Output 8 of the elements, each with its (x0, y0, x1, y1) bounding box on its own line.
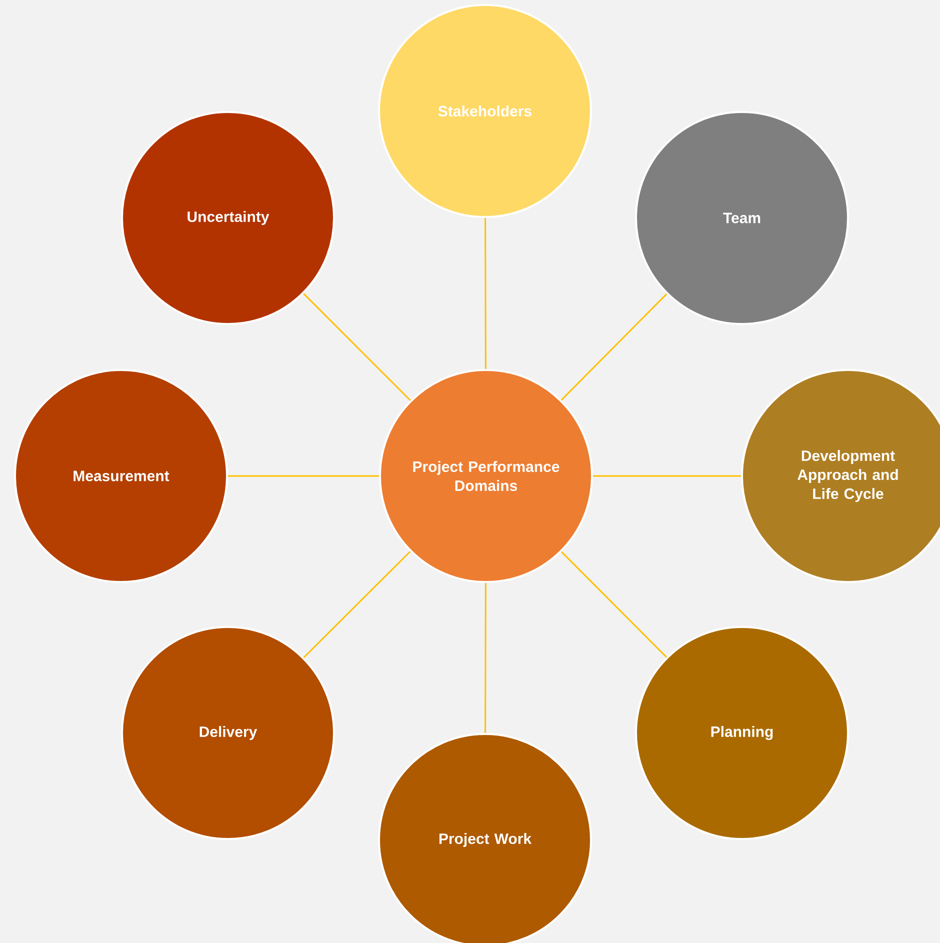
connector-line (560, 551, 668, 658)
connector-line (484, 583, 486, 734)
connector-line (560, 293, 668, 401)
connector-line (303, 550, 411, 658)
connector-line (228, 475, 379, 477)
connector-line (593, 475, 741, 477)
connector-line (303, 293, 411, 401)
connector-line (484, 218, 486, 370)
